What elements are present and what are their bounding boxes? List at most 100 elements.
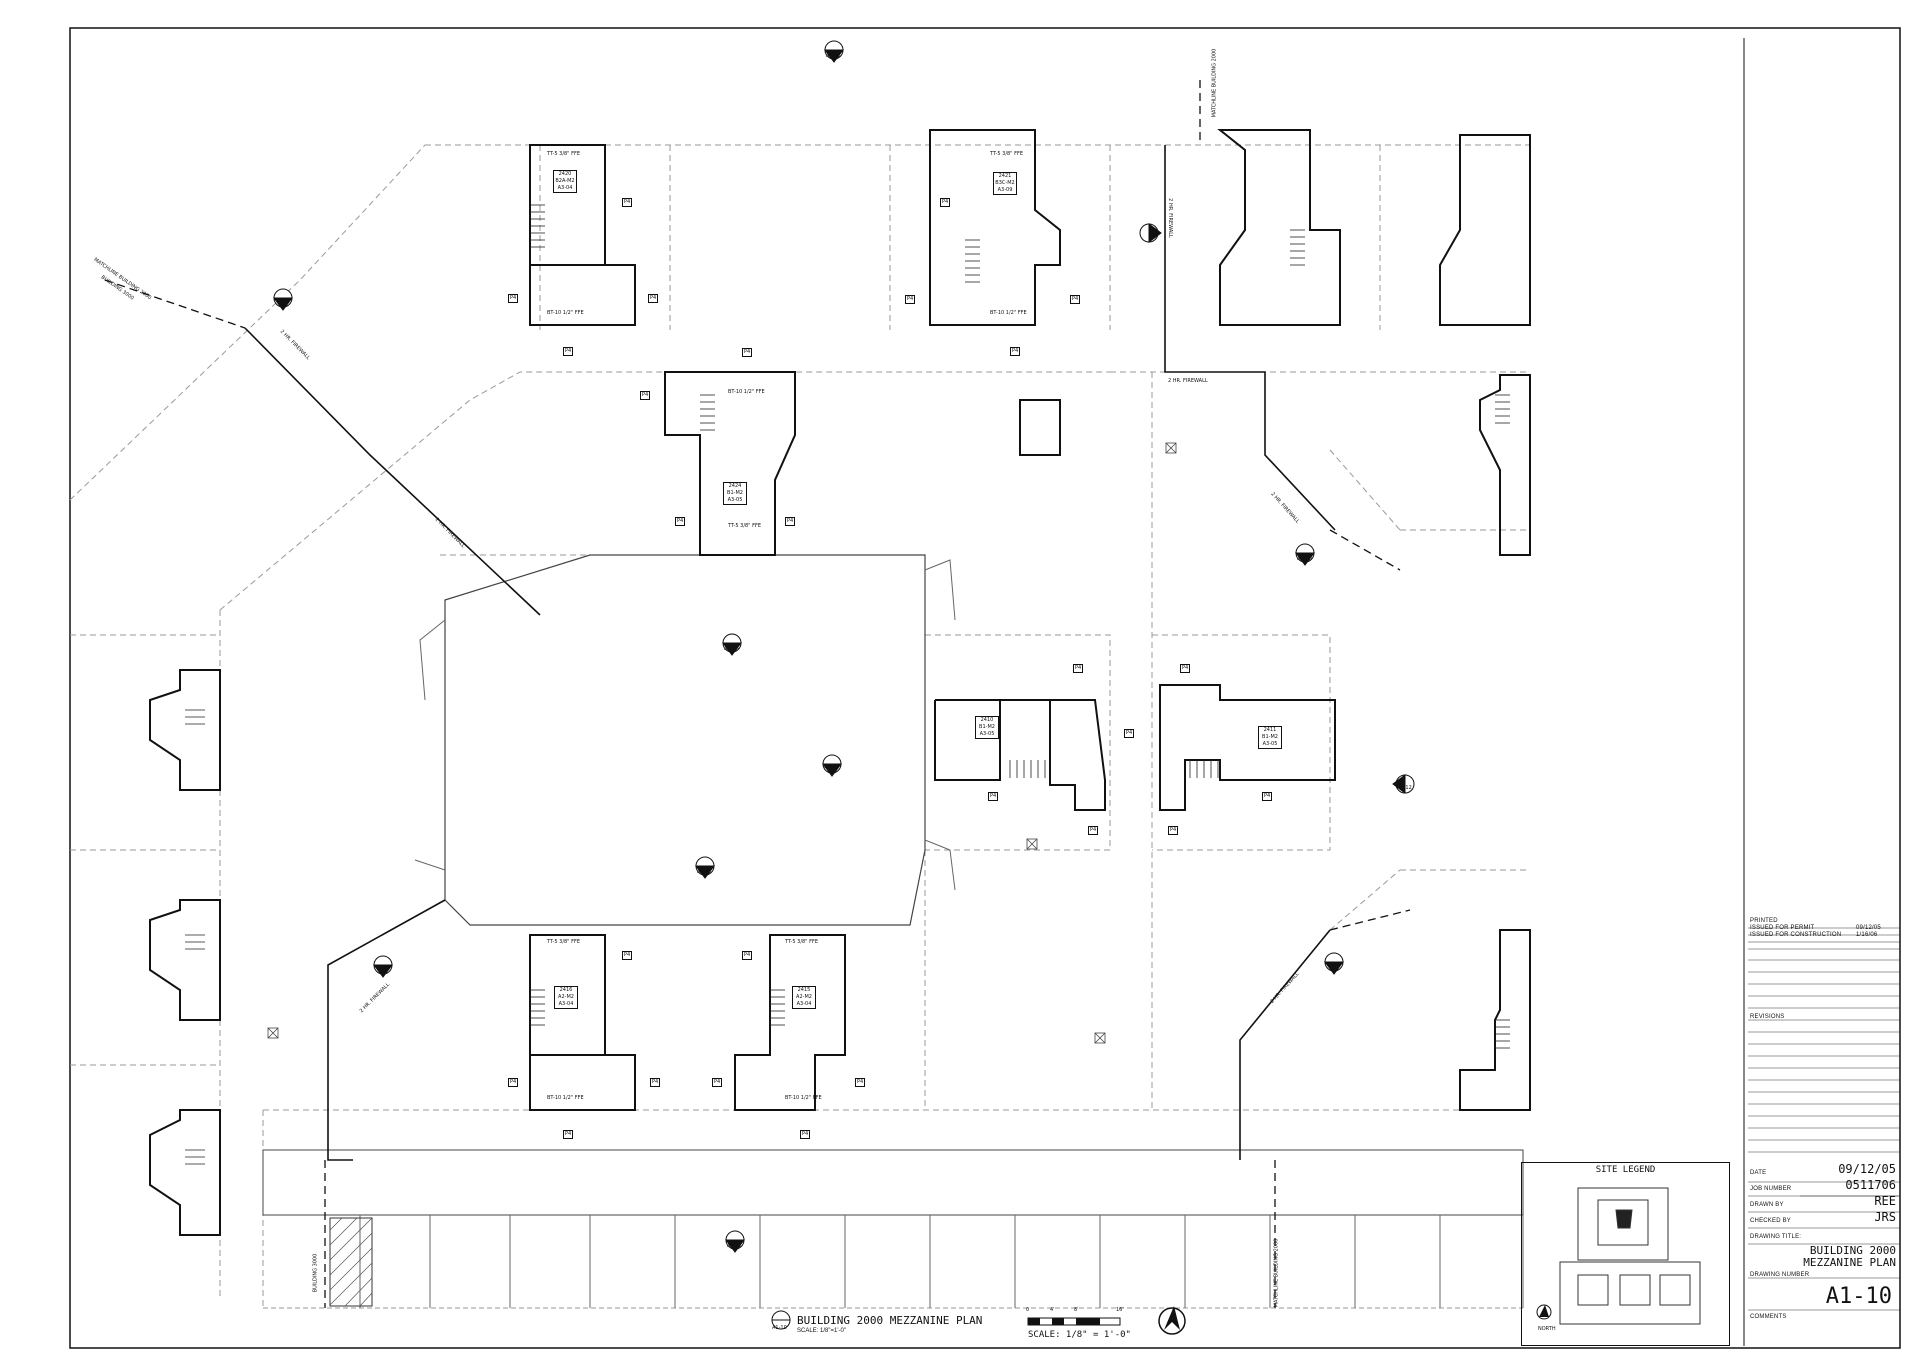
pn-tag: P4 xyxy=(1124,729,1135,738)
legend-north-arrow xyxy=(1539,1305,1549,1317)
pn-tag: P4 xyxy=(940,198,951,207)
ceiling-callout-5: BT-10 1/2" FFE xyxy=(728,389,765,395)
drawing-number-label: DRAWING NUMBER xyxy=(1750,1272,1810,1278)
ceiling-callout-3: TT-5 3/8" FFE xyxy=(990,151,1023,157)
sheet-border xyxy=(69,27,1901,1349)
ceiling-callout-8: BT-10 1/2" FFE xyxy=(547,1095,584,1101)
hatch-lines xyxy=(329,1217,373,1307)
drawing-title-label: DRAWING TITLE: xyxy=(1750,1234,1802,1240)
scale-bar xyxy=(1027,1317,1121,1326)
section-ref-label: A4-12 xyxy=(1397,785,1412,791)
pn-tag: P4 xyxy=(1073,664,1084,673)
central-courtyard xyxy=(444,554,926,926)
job-number-label: JOB NUMBER xyxy=(1750,1186,1792,1192)
date-label: DATE xyxy=(1750,1170,1767,1176)
section-ref-sheet: A1-10 xyxy=(772,1325,787,1331)
scale-bar-note: SCALE: 1/8" = 1'-0" xyxy=(1028,1330,1131,1340)
section-ref-label: A4-10 xyxy=(1297,556,1312,562)
date-value: 09/12/05 xyxy=(1838,1162,1896,1176)
revisions-label: REVISIONS xyxy=(1750,1014,1785,1020)
pn-tag: P4 xyxy=(785,517,796,526)
pn-tag: P4 xyxy=(742,951,753,960)
issued-permit-date: 09/12/05 xyxy=(1856,925,1881,931)
ceiling-callout-10: BT-10 1/2" FFE xyxy=(785,1095,822,1101)
drawing-number-value: A1-10 xyxy=(1825,1284,1892,1309)
title-block-lines xyxy=(1748,927,1900,1311)
pn-tag: P4 xyxy=(640,391,651,400)
section-ref-label: A4-01 xyxy=(826,53,841,59)
pn-tag: P4 xyxy=(508,1078,519,1087)
plan-scale: SCALE: 1/8"=1'-0" xyxy=(797,1328,846,1334)
plan-title: BUILDING 2000 MEZZANINE PLAN xyxy=(797,1314,983,1327)
pn-tag: P4 xyxy=(712,1078,723,1087)
drawn-by-label: DRAWN BY xyxy=(1750,1202,1784,1208)
drawing-title-line2: MEZZANINE PLAN xyxy=(1803,1256,1896,1269)
checked-by-label: CHECKED BY xyxy=(1750,1218,1792,1224)
firewall-label-7: 2 HR. FIREWALL xyxy=(1166,198,1173,238)
pn-tag: P4 xyxy=(563,347,574,356)
firewall-lines xyxy=(244,145,1336,1161)
scale-tick-8: 8' xyxy=(1074,1307,1079,1313)
pn-tag: P4 xyxy=(800,1130,811,1139)
ceiling-callout-6: TT-5 3/8" FFE xyxy=(728,523,761,529)
job-number-value: 0511706 xyxy=(1845,1178,1896,1192)
matchline-label-5: BUILDING 3000 xyxy=(312,1253,319,1293)
scale-tick-16: 16' xyxy=(1116,1307,1124,1313)
pn-tag: P4 xyxy=(650,1078,661,1087)
pn-tag: P4 xyxy=(1180,664,1191,673)
ceiling-callout-7: TT-5 3/8" FFE xyxy=(547,939,580,945)
firewall-label-3: 2 HR. FIREWALL xyxy=(1168,378,1208,384)
unit-outlines xyxy=(149,129,1531,1236)
hatched-stair xyxy=(329,1217,373,1307)
section-ref-label: A4-06 xyxy=(724,646,739,652)
site-legend: SITE LEGEND NORTH xyxy=(1521,1162,1730,1346)
section-ref-label: A4-05 xyxy=(824,765,839,771)
scale-tick-0: 0 xyxy=(1026,1307,1030,1313)
pn-tag: P4 xyxy=(1070,295,1081,304)
section-ref-label: A4-11 xyxy=(727,1243,742,1249)
pn-tag: P4 xyxy=(905,295,916,304)
pn-tag: P4 xyxy=(988,792,999,801)
comments-label: COMMENTS xyxy=(1750,1314,1787,1320)
section-ref-label: A4-07 xyxy=(697,869,712,875)
pn-tag: P4 xyxy=(1262,792,1273,801)
printed-label: PRINTED xyxy=(1750,918,1778,924)
issued-construction-date: 1/16/06 xyxy=(1856,932,1878,938)
bottom-walkway xyxy=(262,1149,1524,1309)
pn-tag: P4 xyxy=(648,294,659,303)
issued-construction-label: ISSUED FOR CONSTRUCTION xyxy=(1750,932,1842,938)
drawing-title-line1: BUILDING 2000 xyxy=(1809,1244,1896,1257)
site-legend-map xyxy=(1559,1187,1701,1325)
courtyard-bumps xyxy=(414,559,956,891)
pn-tag: P4 xyxy=(855,1078,866,1087)
bottom-bays xyxy=(359,1215,1524,1308)
stair-treads xyxy=(185,204,1510,1165)
checked-by-value: JRS xyxy=(1874,1210,1896,1224)
pn-tag: P4 xyxy=(1088,826,1099,835)
matchline-label-4: MATCHLINE BUILDING 2000 xyxy=(1273,1238,1280,1308)
title-block: PRINTED ISSUED FOR PERMIT 09/12/05 ISSUE… xyxy=(1748,38,1900,1348)
pn-tag: P4 xyxy=(742,348,753,357)
pn-tag: P4 xyxy=(675,517,686,526)
match-lines xyxy=(104,80,1411,1308)
drawn-by-value: REE xyxy=(1874,1194,1896,1208)
matchline-label-3: MATCHLINE BUILDING 2000 xyxy=(1211,48,1218,118)
pn-tag: P4 xyxy=(563,1130,574,1139)
legend-north-label: NORTH xyxy=(1538,1326,1556,1332)
scale-tick-4: 4' xyxy=(1050,1307,1055,1313)
pn-tag: P4 xyxy=(1168,826,1179,835)
pn-tag: P4 xyxy=(622,951,633,960)
ceiling-callout-1: TT-5 3/8" FFE xyxy=(547,151,580,157)
ceiling-callout-9: TT-5 3/8" FFE xyxy=(785,939,818,945)
pn-tag: P4 xyxy=(508,294,519,303)
vent-markers xyxy=(267,442,1177,1044)
ceiling-callout-2: BT-10 1/2" FFE xyxy=(547,310,584,316)
pn-tag: P4 xyxy=(1010,347,1021,356)
